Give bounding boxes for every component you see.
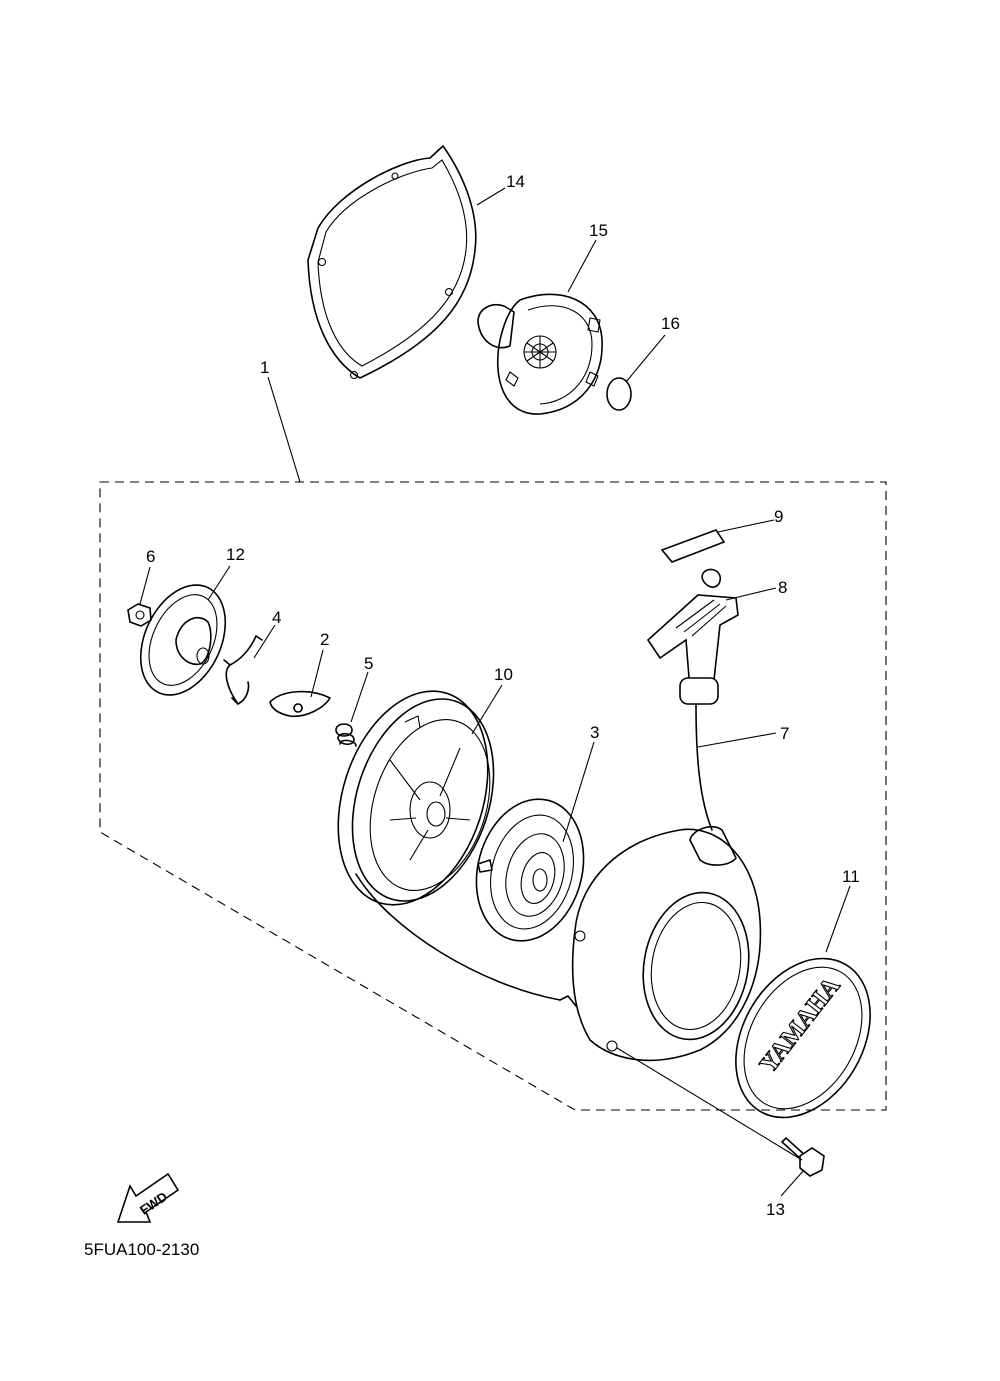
diagram-code: 5FUA100-2130 [84, 1240, 200, 1259]
assembly-boundary [99, 481, 887, 1111]
callout-2: 2 [320, 630, 329, 649]
callout-8: 8 [778, 578, 787, 597]
part-10-reel [337, 690, 495, 906]
part-5-spring [335, 723, 357, 747]
callout-12: 12 [226, 545, 245, 564]
part-12-drive-plate [139, 584, 227, 696]
part-13-bolt [780, 1136, 825, 1177]
callout-4: 4 [272, 608, 281, 627]
part-15-drive-pulley [477, 293, 603, 415]
callout-13: 13 [766, 1200, 785, 1219]
callout-15: 15 [589, 221, 608, 240]
part-4-spring-clip [223, 635, 263, 705]
starter-rope [355, 704, 713, 1001]
callout-9: 9 [774, 507, 783, 526]
part-6-nut [127, 603, 152, 627]
part-16-o-ring [606, 377, 632, 411]
fwd-arrow-icon: FWD [116, 1172, 180, 1223]
callout-6: 6 [146, 547, 155, 566]
callout-7: 7 [780, 724, 789, 743]
callout-10: 10 [494, 665, 513, 684]
part-11-housing [559, 825, 762, 1062]
callout-5: 5 [364, 654, 373, 673]
callout-1: 1 [260, 358, 269, 377]
part-3-recoil-spring [475, 798, 585, 942]
callout-14: 14 [506, 172, 525, 191]
part-8-handle [646, 568, 739, 705]
part-14-gasket [307, 145, 477, 380]
callout-3: 3 [590, 723, 599, 742]
callout-16: 16 [661, 314, 680, 333]
callout-labels: 1 2 3 4 5 6 7 8 9 10 11 12 13 14 15 16 [146, 172, 860, 1219]
part-2-pawl [269, 690, 331, 718]
leader-lines [139, 187, 851, 1197]
emblem-brand-text: YAMAHA [755, 973, 846, 1079]
callout-11: 11 [842, 867, 860, 886]
part-9-cap [660, 529, 726, 563]
